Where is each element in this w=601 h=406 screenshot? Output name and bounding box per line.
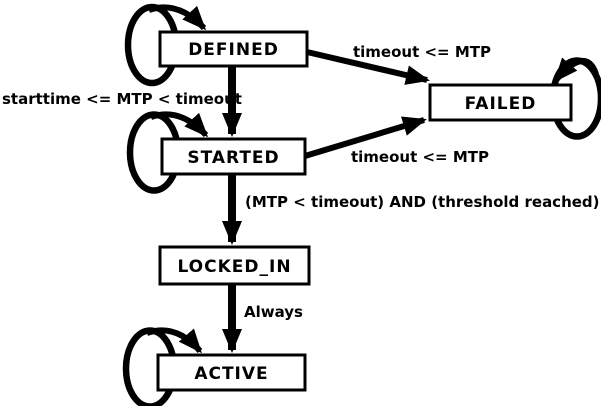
edge-label-defined-failed: timeout <= MTP: [353, 43, 491, 61]
state-box: [160, 137, 307, 176]
state-failed: FAILED: [428, 83, 573, 122]
state-label: STARTED: [187, 148, 279, 168]
arrow-started-to-failed: [304, 116, 427, 159]
state-box: [428, 83, 573, 122]
state-box: [158, 245, 311, 286]
state-label: LOCKED_IN: [177, 257, 291, 277]
edge-label-started-failed: timeout <= MTP: [351, 148, 489, 166]
state-box: [156, 353, 307, 392]
state-label: DEFINED: [188, 40, 279, 60]
state-active: ACTIVE: [156, 353, 307, 392]
loop-arrowhead-icon: [148, 4, 207, 31]
loop-arrowhead-icon: [150, 111, 209, 138]
state-box: [158, 30, 309, 68]
state-label: FAILED: [465, 94, 537, 114]
loop-arrowhead-icon: [553, 57, 599, 83]
state-lockedin: LOCKED_IN: [158, 245, 311, 286]
edge-label-defined-started: starttime <= MTP < timeout: [2, 90, 242, 108]
loop-arrowhead-icon: [146, 327, 203, 354]
edge-label-started-lockedin: (MTP < timeout) AND (threshold reached): [245, 193, 600, 211]
state-defined: DEFINED: [158, 30, 309, 68]
edge-label-lockedin-active: Always: [244, 303, 303, 321]
state-label: ACTIVE: [194, 364, 268, 384]
state-started: STARTED: [160, 137, 307, 176]
arrow-defined-to-failed: [306, 49, 430, 85]
